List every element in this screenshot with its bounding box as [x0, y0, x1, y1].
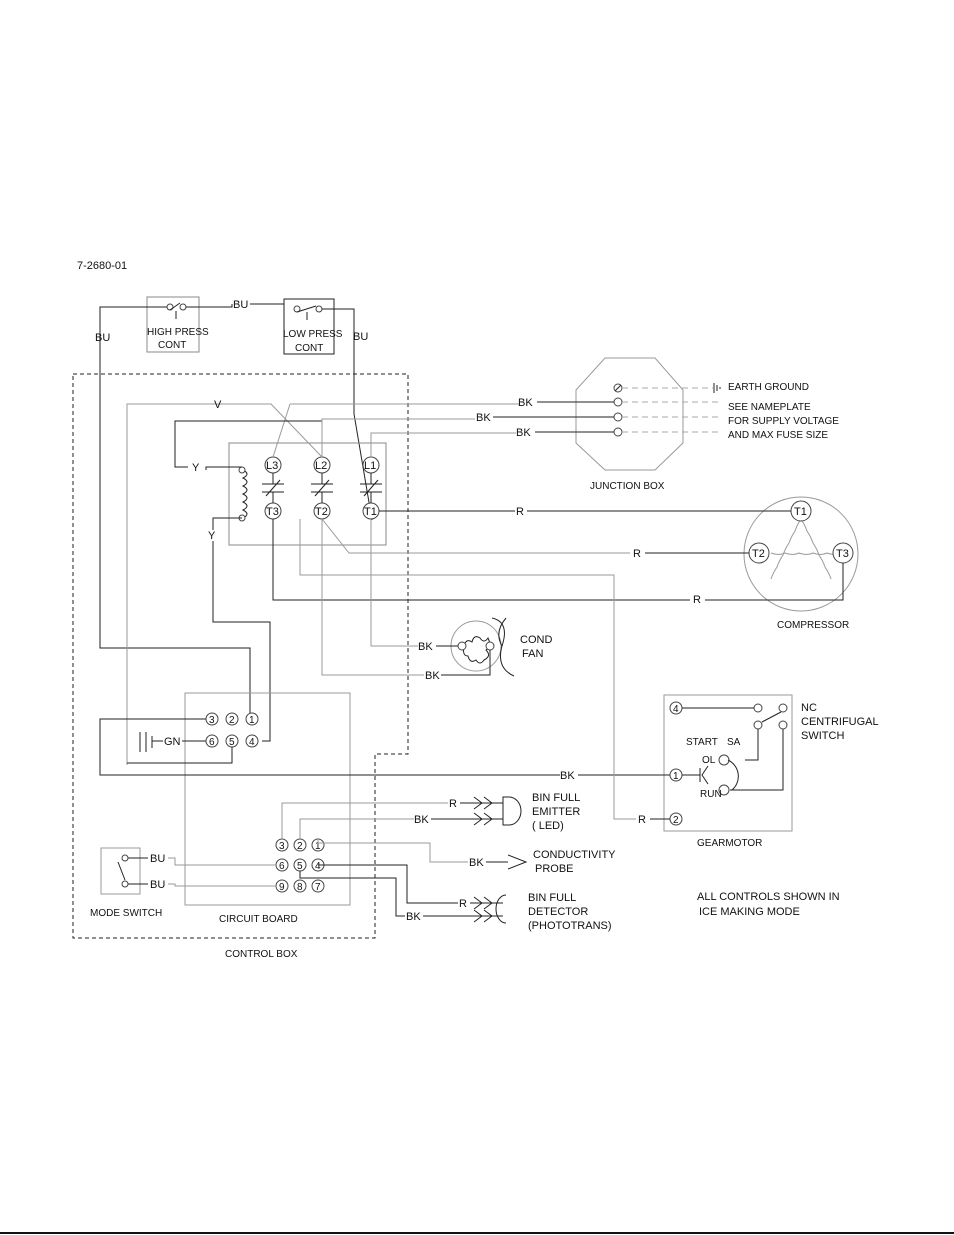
gearmotor-pin-1: 1	[673, 771, 679, 782]
contactor-label-l2: L2	[315, 460, 327, 472]
circuit-board-outline	[184, 692, 351, 906]
detector-label-1: BIN FULL	[528, 892, 576, 904]
bin-full-emitter: BIN FULL EMITTER ( LED)	[473, 792, 580, 832]
board-pin-2: 2	[297, 841, 303, 852]
cond-fan: COND FAN	[450, 617, 552, 677]
control-box-outline	[72, 373, 409, 939]
gearmotor-start: START	[686, 737, 718, 748]
gearmotor-label: GEARMOTOR	[697, 838, 762, 849]
wire-label-bu-right: BU	[353, 331, 368, 343]
emitter-label-1: BIN FULL	[532, 792, 580, 804]
board-pin-1: 1	[315, 841, 321, 852]
board-connector: 3 2 1 6 5 4 9 8 7	[275, 838, 325, 893]
junction-box: JUNCTION BOX	[575, 357, 684, 492]
board-top-pin-6: 6	[209, 737, 215, 748]
emitter-label-3: ( LED)	[532, 820, 564, 832]
low-press-label-2: CONT	[295, 343, 323, 354]
board-top-pin-1: 1	[249, 715, 255, 726]
wire-label-bk-jb2: BK	[476, 412, 491, 424]
contactor-label-t3: T3	[266, 506, 279, 518]
wire-label-bk-emitter: BK	[414, 814, 429, 826]
wire-label-bu-mode2: BU	[150, 879, 165, 891]
board-pin-5: 5	[297, 861, 303, 872]
contactor-label-l1: L1	[364, 460, 376, 472]
wire-label-bu-top: BU	[233, 299, 248, 311]
low-press-control: LOW PRESS CONT	[283, 298, 343, 355]
compressor-t3: T3	[836, 548, 849, 560]
wire-label-r-t1: R	[516, 506, 524, 518]
wire-label-bk-fan1: BK	[418, 641, 433, 653]
contactor-label-t2: T2	[315, 506, 328, 518]
control-box-label: CONTROL BOX	[225, 949, 298, 960]
compressor-t2: T2	[752, 548, 765, 560]
board-top-connector: 3 2 1 6 5 4	[205, 712, 259, 748]
controls-note-1: ALL CONTROLS SHOWN IN	[697, 891, 840, 903]
nameplate-note-1: SEE NAMEPLATE	[728, 402, 811, 413]
wire-label-bk-gearmotor: BK	[560, 770, 575, 782]
wire-label-gn: GN	[164, 736, 181, 748]
bin-full-detector: BIN FULL DETECTOR (PHOTOTRANS)	[473, 892, 612, 932]
nameplate-note-2: FOR SUPPLY VOLTAGE	[728, 416, 839, 427]
probe-label-1: CONDUCTIVITY	[533, 849, 616, 861]
gearmotor-sa: SA	[727, 737, 741, 748]
wire-label-bk-probe: BK	[469, 857, 484, 869]
cond-fan-label-1: COND	[520, 634, 552, 646]
board-pin-8: 8	[297, 882, 303, 893]
wire-label-bk-jb3: BK	[516, 427, 531, 439]
compressor-label: COMPRESSOR	[777, 620, 849, 631]
gearmotor: 4 1 2 START SA OL RUN GEARMOTOR	[663, 694, 793, 849]
board-pin-9: 9	[279, 882, 285, 893]
wire-label-r-emitter: R	[449, 798, 457, 810]
wire-label-bu-mode1: BU	[150, 853, 165, 865]
earth-ground-label: EARTH GROUND	[728, 382, 809, 393]
contactor: L3 L2 L1 T3 T2 T1	[228, 442, 387, 546]
centrifugal-switch-label-3: SWITCH	[801, 730, 844, 742]
gearmotor-pin-4: 4	[673, 704, 679, 715]
wire-label-r-detector: R	[459, 898, 467, 910]
compressor: T1 T2 T3 COMPRESSOR	[743, 496, 859, 631]
controls-note-2: ICE MAKING MODE	[699, 906, 800, 918]
detector-label-2: DETECTOR	[528, 906, 588, 918]
board-top-pin-4: 4	[249, 737, 255, 748]
detector-label-3: (PHOTOTRANS)	[528, 920, 612, 932]
circuit-board-label: CIRCUIT BOARD	[219, 914, 298, 925]
gearmotor-ol: OL	[702, 755, 716, 766]
low-press-label-1: LOW PRESS	[283, 329, 343, 340]
mode-switch-label: MODE SWITCH	[90, 908, 162, 919]
board-pin-3: 3	[279, 841, 285, 852]
board-pin-6: 6	[279, 861, 285, 872]
board-top-pin-3: 3	[209, 715, 215, 726]
nameplate-note-3: AND MAX FUSE SIZE	[728, 430, 828, 441]
gearmotor-pin-2: 2	[673, 815, 679, 826]
emitter-label-2: EMITTER	[532, 806, 580, 818]
board-pin-7: 7	[315, 882, 321, 893]
wire-label-y-top: Y	[192, 462, 200, 474]
centrifugal-switch-label-2: CENTRIFUGAL	[801, 716, 879, 728]
high-press-label-2: CONT	[158, 340, 186, 351]
board-top-pin-2: 2	[229, 715, 235, 726]
wire-label-bk-jb1: BK	[518, 397, 533, 409]
board-pin-4: 4	[315, 861, 321, 872]
probe-label-2: PROBE	[535, 863, 574, 875]
centrifugal-switch-label-1: NC	[801, 702, 817, 714]
wire-label-r-t3: R	[693, 594, 701, 606]
wire-label-bu-left: BU	[95, 332, 110, 344]
wire-label-bk-detector: BK	[406, 911, 421, 923]
high-press-label-1: HIGH PRESS	[147, 327, 209, 338]
wire-label-r-gearmotor: R	[638, 814, 646, 826]
board-top-pin-5: 5	[229, 737, 235, 748]
contactor-label-l3: L3	[266, 460, 278, 472]
wire-label-v: V	[214, 399, 222, 411]
compressor-t1: T1	[794, 506, 807, 518]
wire-label-r-t2: R	[633, 548, 641, 560]
cond-fan-label-2: FAN	[522, 648, 543, 660]
wire-label-bk-fan2: BK	[425, 670, 440, 682]
gearmotor-run: RUN	[700, 789, 722, 800]
junction-box-label: JUNCTION BOX	[590, 481, 665, 492]
drawing-number: 7-2680-01	[77, 260, 127, 272]
wire-label-y-bottom: Y	[208, 530, 216, 542]
contactor-label-t1: T1	[364, 506, 377, 518]
high-press-control: HIGH PRESS CONT	[146, 296, 209, 353]
